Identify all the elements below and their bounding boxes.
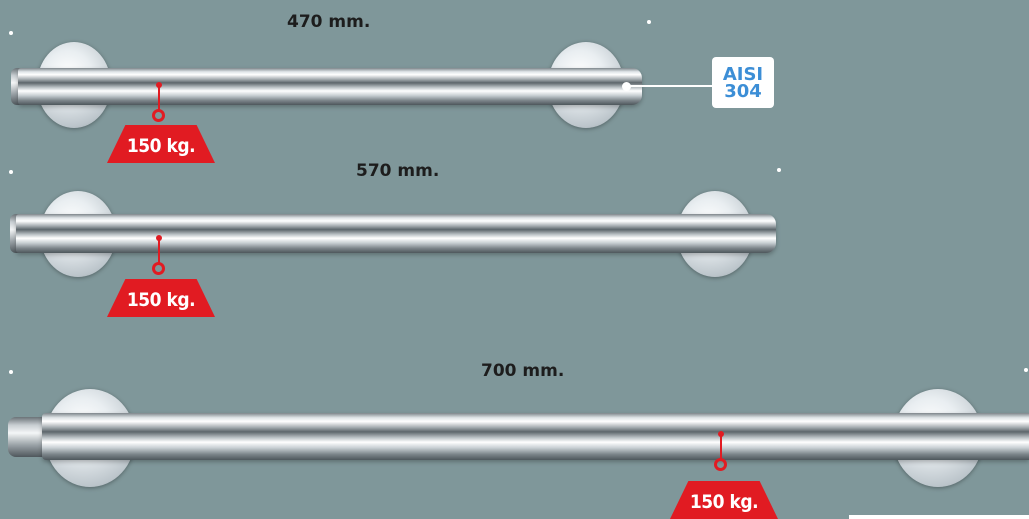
load-line <box>158 239 160 263</box>
length-label-470: 470 mm. <box>287 12 371 32</box>
dimension-start-marker <box>9 170 13 174</box>
weight-icon: 150 kg. <box>107 279 215 317</box>
grab-bar-700 <box>42 413 1029 460</box>
dimension-end-marker <box>1024 368 1028 372</box>
bar-end-cap <box>8 417 44 457</box>
weight-hook-icon <box>714 458 727 471</box>
load-point <box>156 235 162 241</box>
weight-hook-icon <box>152 262 165 275</box>
load-line <box>720 435 722 460</box>
dimension-end-marker <box>777 168 781 172</box>
load-line <box>158 86 160 111</box>
material-badge-line2: 304 <box>724 80 762 102</box>
corner-panel <box>849 515 1029 519</box>
dimension-start-marker <box>9 31 13 35</box>
weight-icon: 150 kg. <box>670 481 778 519</box>
load-point <box>156 82 162 88</box>
weight-icon: 150 kg. <box>107 125 215 163</box>
weight-hook-icon <box>152 109 165 122</box>
grab-bar-470 <box>18 68 642 105</box>
dimension-start-marker <box>9 370 13 374</box>
material-badge: AISI 304 <box>712 57 774 108</box>
material-badge-line1: AISI <box>722 63 764 85</box>
length-label-570: 570 mm. <box>356 161 440 181</box>
material-leader-line <box>630 85 714 87</box>
load-point <box>718 431 724 437</box>
grab-bar-570 <box>16 214 776 253</box>
length-label-700: 700 mm. <box>481 361 565 381</box>
material-pointer-dot <box>622 82 631 91</box>
dimension-end-marker <box>647 20 651 24</box>
